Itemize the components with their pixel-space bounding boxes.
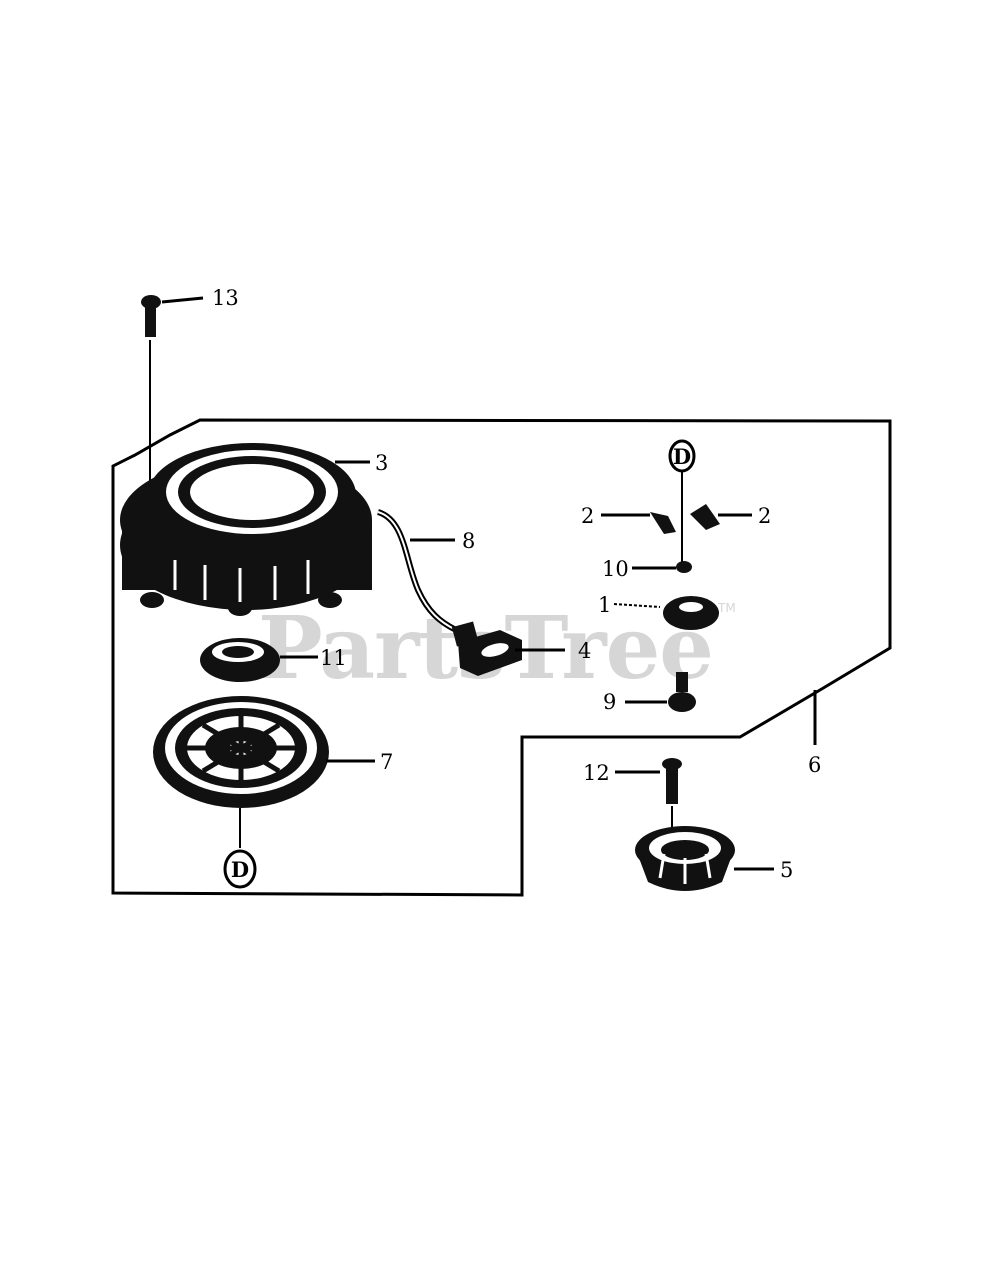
pawl-2-left [650, 512, 676, 534]
callout-2-left: 2 [581, 504, 594, 528]
bolt-12 [662, 758, 682, 832]
cup-5 [635, 826, 735, 891]
svg-text:D: D [673, 444, 691, 469]
callout-6: 6 [808, 753, 821, 777]
callout-4: 4 [578, 639, 591, 663]
screw-9 [668, 672, 696, 712]
starter-handle-4 [451, 621, 522, 676]
bolt-13 [141, 295, 161, 500]
callout-13: 13 [212, 286, 239, 310]
leader-lines [161, 296, 817, 871]
reference-mark-top: D [668, 439, 696, 473]
kit-outline [111, 418, 892, 897]
callout-11: 11 [320, 646, 347, 670]
pulley-7 [153, 696, 329, 848]
callout-9: 9 [603, 690, 616, 714]
watermark-trademark: TM [717, 601, 736, 615]
spring-11 [200, 638, 280, 682]
callout-8: 8 [462, 529, 475, 553]
callout-10: 10 [602, 557, 629, 581]
reference-mark-bottom: D [223, 849, 257, 889]
callout-3: 3 [375, 451, 388, 475]
pawl-2-right [690, 504, 720, 530]
spring-10 [676, 561, 692, 573]
callout-7: 7 [380, 750, 393, 774]
callout-1: 1 [598, 593, 611, 617]
callout-5: 5 [780, 858, 793, 882]
svg-text:D: D [231, 857, 249, 882]
callout-2-right: 2 [758, 504, 771, 528]
starter-housing-3 [120, 443, 372, 616]
callout-12: 12 [583, 761, 610, 785]
friction-plate-1 [663, 596, 719, 630]
